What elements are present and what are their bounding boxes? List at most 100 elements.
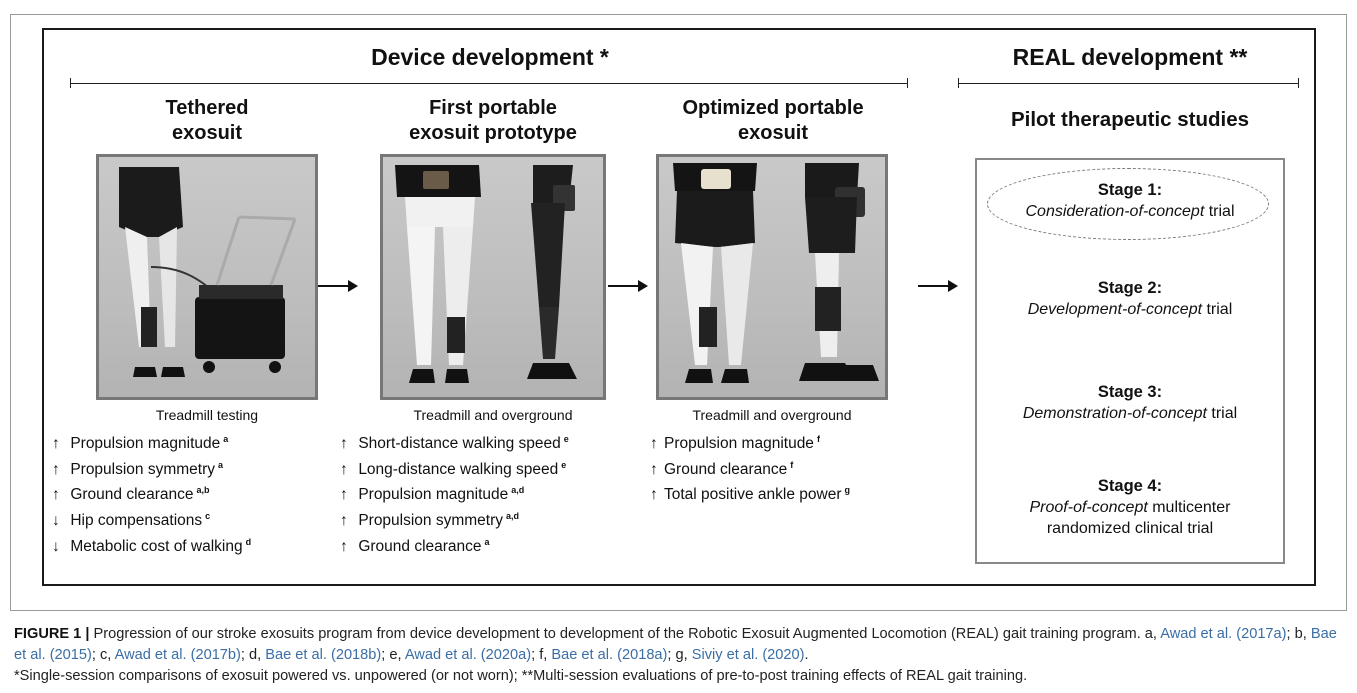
effect-reference: d: [245, 536, 252, 547]
stage-description: Proof-of-concept multicenter: [977, 497, 1283, 518]
stage-concept: Consideration-of-concept: [1025, 203, 1205, 220]
up-arrow-icon: ↑: [340, 460, 348, 478]
stage-2: Stage 2: Development-of-concept trial: [977, 278, 1283, 320]
effect-reference: a,d: [511, 485, 525, 496]
stage-heading: Stage 2:: [1097, 279, 1163, 297]
device-bracket-right-tick: [907, 78, 908, 88]
up-arrow-icon: ↑: [650, 460, 658, 478]
up-arrow-icon: ↑: [340, 512, 348, 530]
first-portable-exosuit-title: First portable exosuit prototype: [378, 96, 608, 146]
effect-reference: a: [223, 434, 229, 444]
optimized-portable-subtitle: Treadmill and overground: [692, 407, 852, 423]
effect-reference: e: [563, 434, 569, 444]
up-arrow-icon: ↑: [650, 435, 658, 453]
effect-label: Propulsion symmetry: [70, 460, 216, 478]
optimized-portable-exosuit-title: Optimized portable exosuit: [648, 96, 898, 146]
up-arrow-icon: ↑: [650, 486, 658, 504]
stage-concept: Demonstration-of-concept: [1022, 405, 1207, 422]
reference-link[interactable]: Awad et al. (2020a): [404, 647, 532, 663]
caption-separator: ; b,: [1286, 626, 1311, 642]
flow-arrow-right-icon: [608, 280, 648, 292]
device-bracket-line: [70, 83, 908, 84]
flow-arrow-right-icon: [918, 280, 958, 292]
effect-label: Propulsion magnitude: [70, 435, 221, 453]
stage-1: Stage 1: Consideration-of-concept trial: [977, 180, 1283, 222]
pilot-therapeutic-studies-title: Pilot therapeutic studies: [1010, 108, 1250, 131]
column-title-line: First portable: [429, 97, 557, 119]
first-portable-exosuit-photo: [380, 154, 606, 400]
down-arrow-icon: ↓: [52, 512, 60, 530]
device-bracket-left-tick: [70, 78, 71, 88]
effect-reference: c: [205, 510, 211, 521]
caption-separator: ; e,: [381, 647, 405, 663]
effect-label: Hip compensations: [70, 512, 203, 530]
flow-arrow-right-icon: [318, 280, 358, 292]
tethered-exosuit-photo: [96, 154, 318, 400]
figure-panel: [42, 28, 1316, 586]
reference-link[interactable]: Bae et al. (2018a): [551, 647, 668, 663]
effect-label: Long-distance walking speed: [358, 460, 559, 478]
effect-label: Ground clearance: [70, 486, 194, 504]
caption-separator: ; d,: [240, 647, 266, 663]
caption-separator: ; c,: [91, 647, 115, 663]
effect-reference: f: [816, 434, 820, 444]
stage-concept: Development-of-concept: [1027, 301, 1203, 318]
effect-label: Ground clearance: [664, 460, 788, 478]
stage-1-highlight-ellipse: [987, 168, 1269, 240]
pilot-stages-box: Stage 1: Consideration-of-concept trial …: [975, 158, 1285, 564]
stage-heading: Stage 3:: [1097, 383, 1163, 401]
tethered-subtitle: Treadmill testing: [155, 407, 259, 423]
first-portable-subtitle: Treadmill and overground: [413, 407, 573, 423]
optimized-portable-exosuit-photo: [656, 154, 888, 400]
stage-heading: Stage 4:: [1097, 477, 1163, 495]
reference-link[interactable]: Awad et al. (2017a): [1160, 626, 1287, 642]
figure-label: FIGURE 1 |: [14, 626, 90, 642]
effect-label: Propulsion magnitude: [358, 486, 509, 504]
real-bracket-right-tick: [1298, 78, 1299, 88]
caption-footnote: *Single-session comparisons of exosuit p…: [14, 668, 1028, 684]
stage-description: Development-of-concept trial: [977, 299, 1283, 320]
optimized-portable-exosuit-figure-image: [673, 163, 879, 383]
real-bracket-left-tick: [958, 78, 959, 88]
up-arrow-icon: ↑: [340, 486, 348, 504]
effect-label: Total positive ankle power: [664, 486, 842, 504]
stage-description-line2: randomized clinical trial: [1046, 520, 1214, 537]
reference-link[interactable]: Bae et al. (2015): [14, 626, 1337, 663]
stage-description: Consideration-of-concept trial: [977, 201, 1283, 222]
stage-3: Stage 3: Demonstration-of-concept trial: [977, 382, 1283, 424]
real-bracket-line: [958, 83, 1299, 84]
stage-trial-type: trial: [1202, 301, 1233, 318]
column-title-line: exosuit: [737, 122, 809, 144]
tethered-exosuit-figure-image: [119, 167, 297, 377]
reference-link[interactable]: Siviy et al. (2020): [691, 647, 805, 663]
column-title-line: Tethered: [165, 97, 249, 119]
caption-separator: .: [804, 647, 809, 663]
figure-frame: [10, 14, 1347, 611]
stage-concept: Proof-of-concept: [1029, 499, 1148, 516]
up-arrow-icon: ↑: [340, 435, 348, 453]
stage-4: Stage 4: Proof-of-concept multicenter ra…: [977, 476, 1283, 539]
stage-trial-type: trial: [1204, 203, 1235, 220]
stage-heading: Stage 1:: [1097, 181, 1163, 199]
reference-link[interactable]: Bae et al. (2018b): [265, 647, 382, 663]
effect-label: Metabolic cost of walking: [70, 537, 243, 555]
effect-reference: a,d: [506, 510, 520, 521]
effect-reference: a: [484, 536, 490, 547]
reference-link[interactable]: Awad et al. (2017b): [114, 647, 241, 663]
effect-label: Propulsion symmetry: [358, 512, 504, 530]
effect-label: Ground clearance: [358, 537, 482, 555]
column-title-line: exosuit prototype: [409, 122, 577, 144]
caption-text: Progression of our stroke exosuits progr…: [89, 626, 1161, 642]
